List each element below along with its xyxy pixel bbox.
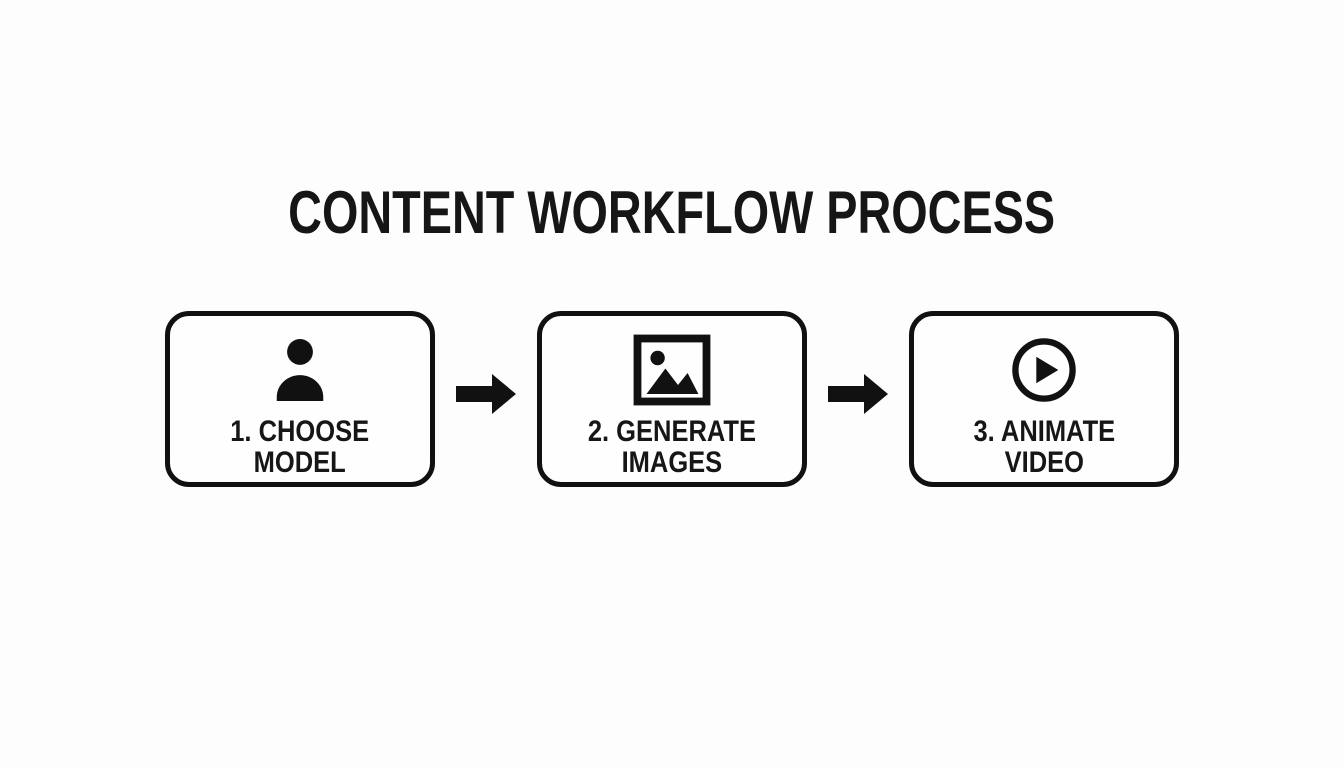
step-label-animate-video: 3. ANIMATE VIDEO bbox=[973, 416, 1115, 478]
arrow-right-icon bbox=[435, 372, 537, 416]
step-label-line2: VIDEO bbox=[1004, 446, 1084, 479]
workflow-steps-row: 1. CHOOSE MODEL 2. GENERATE IMAGES bbox=[0, 311, 1344, 487]
step-label-line1: 2. GENERATE bbox=[587, 415, 757, 448]
step-label-choose-model: 1. CHOOSE MODEL bbox=[231, 416, 370, 478]
step-box-animate-video: 3. ANIMATE VIDEO bbox=[909, 311, 1179, 487]
image-icon bbox=[633, 332, 711, 408]
page-title-text: CONTENT WORKFLOW PROCESS bbox=[288, 179, 1056, 246]
step-label-line2: IMAGES bbox=[621, 446, 723, 479]
person-icon bbox=[269, 332, 331, 408]
step-label-generate-images: 2. GENERATE IMAGES bbox=[588, 416, 756, 478]
step-label-line1: 1. CHOOSE bbox=[230, 415, 370, 448]
play-circle-icon bbox=[1011, 332, 1077, 408]
step-label-line2: MODEL bbox=[253, 446, 347, 479]
arrow-right-icon bbox=[807, 372, 909, 416]
page-title: CONTENT WORKFLOW PROCESS bbox=[0, 178, 1344, 247]
step-box-choose-model: 1. CHOOSE MODEL bbox=[165, 311, 435, 487]
step-label-line1: 3. ANIMATE bbox=[973, 415, 1115, 448]
step-box-generate-images: 2. GENERATE IMAGES bbox=[537, 311, 807, 487]
